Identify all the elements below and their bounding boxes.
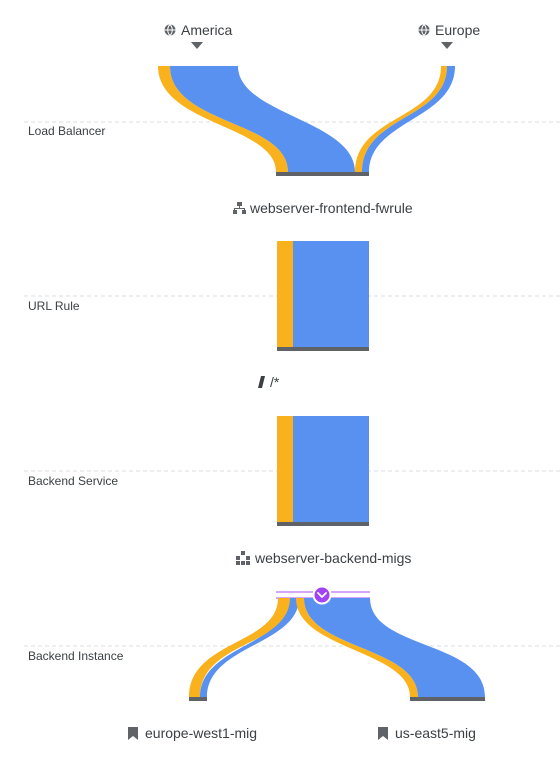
node-us-east5-mig[interactable]: us-east5-mig xyxy=(378,725,476,741)
source-label-europe: Europe xyxy=(435,22,480,38)
tier-label-backend-instance: Backend Instance xyxy=(28,649,124,663)
flow-europe-to-frontend[interactable] xyxy=(355,66,455,172)
tier-label-backend-service: Backend Service xyxy=(28,474,118,488)
flow-segment-us-yellow xyxy=(296,598,418,697)
source-label-america: America xyxy=(181,22,233,38)
globe-icon xyxy=(164,24,176,36)
node-bar-backend-service[interactable] xyxy=(277,522,369,526)
tier-label-load-balancer: Load Balancer xyxy=(28,124,105,138)
flow-segment-eu-blue xyxy=(200,598,299,697)
flow-america-to-frontend[interactable] xyxy=(158,66,355,172)
flow-to-europe-west1-mig[interactable] xyxy=(189,598,299,697)
node-backend-service[interactable]: webserver-backend-migs xyxy=(236,550,411,566)
node-bar-europe-west1-mig[interactable] xyxy=(189,697,207,701)
source-europe[interactable]: Europe xyxy=(418,22,481,49)
forwarding-rule-icon xyxy=(233,202,246,214)
node-bar-url-rule[interactable] xyxy=(277,347,369,351)
bookmark-icon xyxy=(128,727,138,740)
flow-block-url-rule[interactable] xyxy=(277,241,369,348)
node-bar-forwarding-rule[interactable] xyxy=(276,172,369,176)
tier-label-url-rule: URL Rule xyxy=(28,299,80,313)
node-label-forwarding-rule: webserver-frontend-fwrule xyxy=(249,200,413,216)
flow-segment-url-yellow xyxy=(277,241,293,348)
dropdown-arrow-icon[interactable] xyxy=(191,42,203,49)
flow-segment-america-yellow xyxy=(158,66,288,172)
flow-segment-backend-yellow xyxy=(277,416,293,523)
node-europe-west1-mig[interactable]: europe-west1-mig xyxy=(128,725,257,741)
node-label-url-path: /* xyxy=(270,374,280,390)
flow-segment-us-blue xyxy=(304,598,485,697)
flow-segment-backend-blue xyxy=(293,416,369,523)
node-label-europe-west1-mig: europe-west1-mig xyxy=(145,725,257,741)
source-america[interactable]: America xyxy=(164,22,233,49)
expand-badge[interactable] xyxy=(312,585,332,605)
backend-service-icon xyxy=(236,551,250,565)
chevron-down-icon xyxy=(317,592,327,598)
flow-block-backend-service[interactable] xyxy=(277,416,369,523)
node-url-path[interactable]: /* xyxy=(258,374,280,390)
bookmark-icon xyxy=(378,727,388,740)
node-label-us-east5-mig: us-east5-mig xyxy=(395,725,476,741)
flow-segment-europe-yellow xyxy=(355,66,447,172)
expand-badge-ring xyxy=(312,585,332,605)
flow-segment-url-blue xyxy=(293,241,369,348)
node-bar-us-east5-mig[interactable] xyxy=(410,697,485,701)
flow-segment-america-blue xyxy=(170,66,355,172)
node-forwarding-rule[interactable]: webserver-frontend-fwrule xyxy=(233,200,413,216)
flow-segment-eu-yellow xyxy=(189,598,294,697)
flow-to-us-east5-mig[interactable] xyxy=(296,598,485,697)
dropdown-arrow-icon[interactable] xyxy=(441,42,453,49)
url-path-icon xyxy=(258,376,265,388)
globe-icon xyxy=(418,24,430,36)
flow-segment-europe-blue xyxy=(362,66,455,172)
node-label-backend-service: webserver-backend-migs xyxy=(254,550,411,566)
